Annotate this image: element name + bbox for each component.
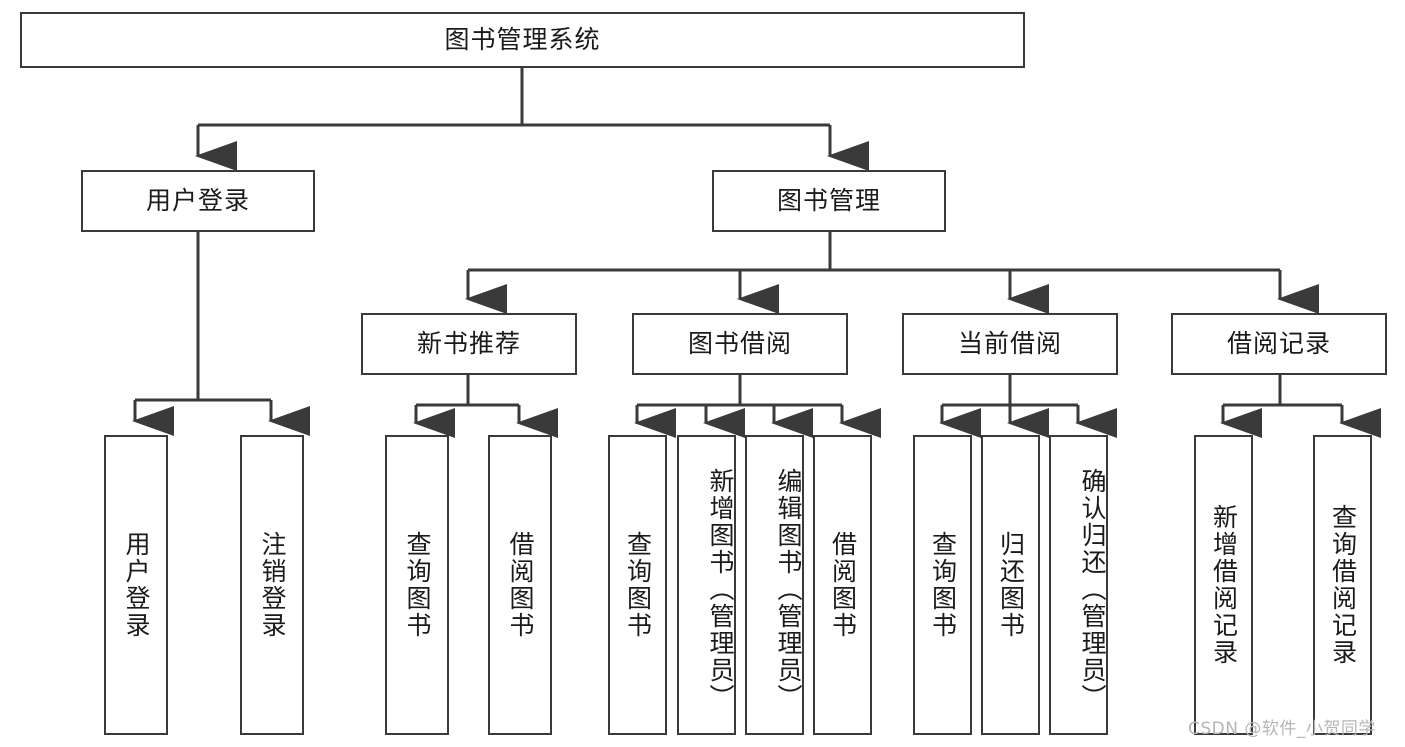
node-leaf-borrow-book-1[interactable]: 借阅图书 <box>488 435 552 735</box>
node-leaf-query-book-3-label: 查询图书 <box>928 531 958 639</box>
node-book-borrow-label: 图书借阅 <box>687 329 792 359</box>
node-book-borrow[interactable]: 图书借阅 <box>632 313 848 375</box>
node-leaf-borrow-book-1-label: 借阅图书 <box>506 531 535 639</box>
node-leaf-logout-label: 注销登录 <box>258 531 287 639</box>
node-leaf-confirm-return-label: 确认归还（管理员） <box>1078 467 1107 711</box>
node-current-borrow[interactable]: 当前借阅 <box>902 313 1118 375</box>
node-leaf-return-book-label: 归还图书 <box>996 531 1026 639</box>
node-leaf-borrow-book-2[interactable]: 借阅图书 <box>813 435 872 735</box>
node-leaf-user-login-label: 用户登录 <box>122 531 151 639</box>
node-leaf-user-login[interactable]: 用户登录 <box>104 435 168 735</box>
node-leaf-query-book-2[interactable]: 查询图书 <box>608 435 667 735</box>
node-leaf-query-book-1-label: 查询图书 <box>403 531 432 639</box>
node-book-manage-label: 图书管理 <box>776 186 881 216</box>
node-leaf-logout[interactable]: 注销登录 <box>240 435 304 735</box>
node-leaf-query-book-2-label: 查询图书 <box>623 531 653 639</box>
node-root[interactable]: 图书管理系统 <box>20 12 1025 68</box>
node-leaf-add-book[interactable]: 新增图书（管理员） <box>677 435 736 735</box>
node-leaf-confirm-return[interactable]: 确认归还（管理员） <box>1049 435 1108 735</box>
node-leaf-add-record[interactable]: 新增借阅记录 <box>1194 435 1253 735</box>
node-leaf-edit-book[interactable]: 编辑图书（管理员） <box>745 435 804 735</box>
node-book-manage[interactable]: 图书管理 <box>712 170 946 232</box>
node-user-login[interactable]: 用户登录 <box>81 170 315 232</box>
node-leaf-return-book[interactable]: 归还图书 <box>981 435 1040 735</box>
node-borrow-record[interactable]: 借阅记录 <box>1171 313 1387 375</box>
node-leaf-edit-book-label: 编辑图书（管理员） <box>774 467 803 711</box>
node-root-label: 图书管理系统 <box>444 25 601 55</box>
node-leaf-query-book-3[interactable]: 查询图书 <box>913 435 972 735</box>
node-new-book-rec-label: 新书推荐 <box>416 329 521 359</box>
node-leaf-query-record[interactable]: 查询借阅记录 <box>1313 435 1372 735</box>
node-leaf-borrow-book-2-label: 借阅图书 <box>828 531 858 639</box>
node-current-borrow-label: 当前借阅 <box>957 329 1062 359</box>
node-borrow-record-label: 借阅记录 <box>1226 329 1331 359</box>
watermark-text: CSDN @软件_小贺同学 <box>1188 719 1376 739</box>
node-new-book-rec[interactable]: 新书推荐 <box>361 313 577 375</box>
node-leaf-add-book-label: 新增图书（管理员） <box>706 467 735 711</box>
node-leaf-add-record-label: 新增借阅记录 <box>1209 504 1239 666</box>
node-leaf-query-record-label: 查询借阅记录 <box>1328 504 1358 666</box>
node-user-login-label: 用户登录 <box>145 186 250 216</box>
node-leaf-query-book-1[interactable]: 查询图书 <box>385 435 449 735</box>
